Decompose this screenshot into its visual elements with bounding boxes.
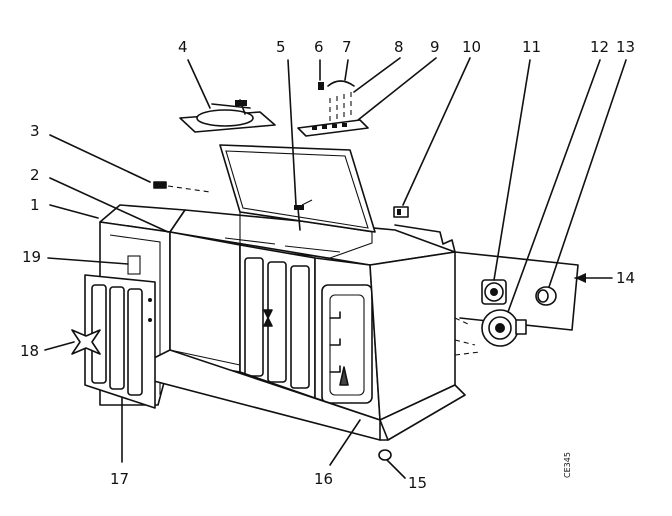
drawing-code: CE345 — [563, 452, 572, 478]
callout-4: 4 — [178, 38, 188, 56]
right-grille-frame — [321, 284, 373, 404]
callout-3: 3 — [30, 122, 40, 140]
knob-part — [318, 82, 324, 90]
callout-15: 15 — [408, 474, 427, 492]
callout-10: 10 — [462, 38, 481, 56]
console-cabinet — [99, 204, 466, 441]
callout-1: 1 — [30, 196, 40, 214]
lid-support-arm — [294, 199, 313, 231]
callout-13: 13 — [616, 38, 635, 56]
callout-17: 17 — [110, 470, 129, 488]
left-door — [84, 274, 156, 409]
pin-part — [153, 181, 167, 189]
small-speaker — [481, 279, 507, 305]
large-speaker — [481, 309, 527, 347]
grille-slot-1 — [244, 257, 264, 377]
callout-9: 9 — [430, 38, 440, 56]
left-vent — [127, 255, 141, 275]
tubes — [318, 80, 355, 122]
grille-brackets — [329, 311, 341, 373]
amplifier-chassis — [297, 119, 369, 137]
leader-lines — [44, 57, 627, 479]
center-front-panel — [239, 244, 316, 399]
callout-8: 8 — [394, 38, 404, 56]
callout-14: 14 — [616, 269, 635, 287]
foot-glide — [378, 449, 392, 461]
cabinet-base-side — [379, 384, 466, 441]
callout-18: 18 — [20, 342, 39, 360]
callout-2: 2 — [30, 166, 40, 184]
left-door-panel — [84, 274, 156, 409]
callout-labels: 1 2 3 4 5 6 7 8 9 10 11 12 13 14 15 16 1… — [20, 38, 635, 492]
right-front-panel — [314, 257, 381, 421]
callout-19: 19 — [22, 248, 41, 266]
callout-7: 7 — [342, 38, 352, 56]
callout-11: 11 — [522, 38, 541, 56]
callout-12: 12 — [590, 38, 609, 56]
grille-slot-3 — [290, 265, 310, 389]
cabinet-cavity — [169, 231, 241, 373]
callout-5: 5 — [276, 38, 286, 56]
center-handle-icon — [263, 309, 273, 327]
callout-6: 6 — [314, 38, 324, 56]
cabinet-top — [169, 209, 456, 266]
tweeter — [535, 286, 557, 306]
grille-ornament — [339, 366, 349, 386]
door-handle-icon — [71, 329, 101, 355]
record-changer — [179, 99, 276, 133]
callout-16: 16 — [314, 470, 333, 488]
